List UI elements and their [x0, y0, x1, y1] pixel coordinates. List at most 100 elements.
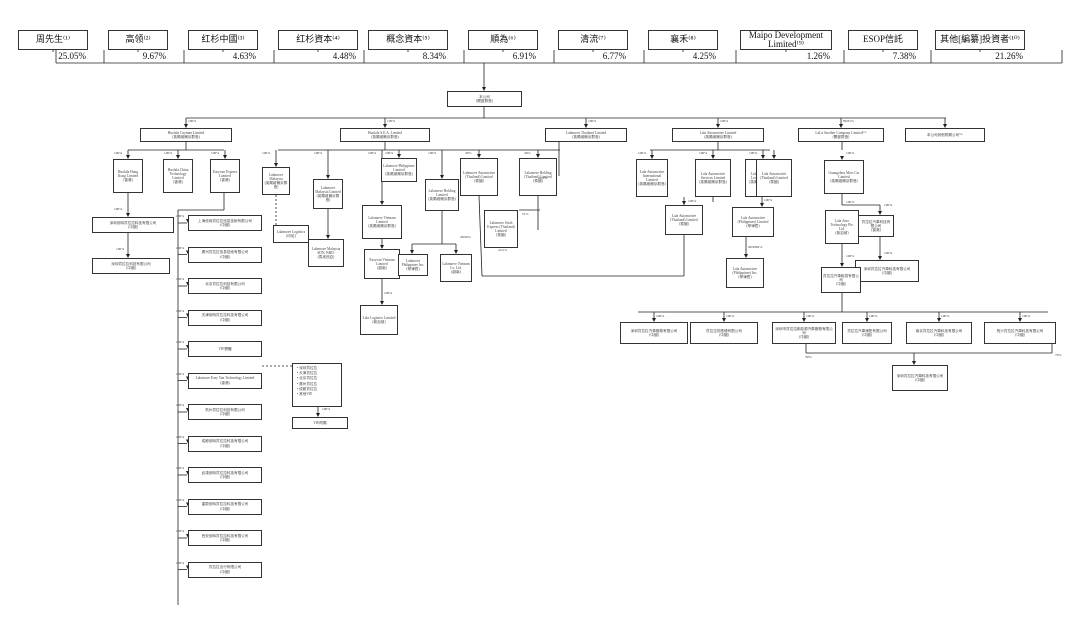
entity-box: Lalamove Malaysia SDN. BHD.(馬來西亞) [308, 239, 344, 267]
arrow-head [184, 124, 188, 128]
ownership-percentage: 100% [384, 291, 393, 295]
entity-box: Lala Automotive (Philippines) Inc.(菲律賓) [726, 258, 764, 288]
ownership-percentage: 24.5% [538, 176, 548, 180]
ownership-percentage: 100% [176, 214, 185, 218]
entity-name: Huolala China Technology Limited [167, 167, 189, 180]
arrow-head [760, 203, 764, 207]
entity-jurisdiction: (香港) [123, 178, 133, 183]
entity-name: Lalamove Holding (Thailand) Limited [524, 170, 552, 179]
ownership-percentage: 100% [884, 203, 893, 207]
entity-box: Lala Automotive International Limited(英屬… [636, 159, 668, 197]
shareholder-box: 高领⁽²⁾ [108, 30, 168, 50]
entity-name: 成都依時貨拉拉科技有限公司 [201, 439, 249, 444]
entity-name: 本公司 [479, 94, 490, 99]
ownership-percentage: 100% [385, 151, 394, 155]
entity-jurisdiction: (中國) [1015, 333, 1025, 337]
entity-jurisdiction: (開曼群島) [476, 99, 493, 103]
entity-jurisdiction: (香港) [220, 380, 230, 385]
ownership-percentage: 100% [116, 247, 125, 251]
entity-name: Lalamove Holding Limited [428, 188, 456, 197]
entity-name: Lalamove Philippines Inc. [401, 258, 425, 267]
shareholder-percentage: 8.34% [422, 51, 446, 61]
entity-name: 重慶依時貨拉拉科技有限公司 [201, 502, 249, 507]
ownership-percentage: 100% [314, 151, 323, 155]
entity-box: 上海依時貨拉拉信息技術有限公司(中國) [188, 215, 262, 231]
entity-name: 深圳依時貨拉拉科技有限公司 [109, 220, 157, 225]
entity-name: 北京貨拉拉科技有限公司 [205, 281, 245, 286]
arrow-head [722, 318, 726, 322]
arrow-head [482, 87, 486, 91]
entity-name: Lala Logistics Limited [362, 315, 396, 320]
entity-jurisdiction: (中國) [220, 475, 230, 479]
entity-box: Easyvan Express Limited(香港) [210, 159, 240, 193]
ownership-percentage: 100% [164, 151, 173, 155]
entity-jurisdiction: (泰國) [679, 222, 689, 227]
arrow-head [380, 301, 384, 305]
entity-box: Huolala Cayman Limited(英屬維爾京群島) [140, 128, 232, 142]
entity-jurisdiction: (中國) [836, 282, 846, 287]
entity-box: Easyvan Vietnam Limited(越南) [364, 249, 400, 279]
arrow-head [1018, 318, 1022, 322]
entity-name: Easyvan Express Limited [212, 169, 238, 178]
ownership-percentage: 99.9962% [748, 245, 763, 249]
ownership-percentage: 100% [176, 371, 185, 376]
entity-name: 長沙貨拉拉汽車科技有限公司 [996, 328, 1044, 333]
ownership-percentage: 100% [176, 308, 185, 313]
entity-jurisdiction: (越南) [451, 270, 461, 275]
entity-jurisdiction: (中國) [220, 254, 230, 259]
ownership-percentage: 100% [699, 151, 708, 155]
arrow-head [454, 250, 458, 254]
arrow-head [440, 175, 444, 179]
entity-box: 深圳貨拉拉汽車科技有限公司(中國) [892, 365, 948, 391]
entity-name: Lalamove Thailand Limited [565, 130, 607, 135]
entity-jurisdiction: (中國) [649, 333, 659, 337]
entity-name: 貨拉拉汽車租賃有限公司 [823, 273, 859, 282]
entity-box: Lala Automotive Limited(英屬維爾京群島) [672, 128, 764, 142]
arrow-head [802, 318, 806, 322]
entity-jurisdiction: (中國) [915, 378, 925, 382]
arrow-head [878, 256, 882, 260]
ownership-percentage: 100% [176, 466, 185, 470]
arrow-head [397, 154, 401, 158]
arrow-head [943, 124, 947, 128]
arrow-head [711, 155, 715, 159]
arrow-head [126, 213, 130, 217]
entity-box: Lalamove Logistics(印尼) [273, 225, 309, 243]
entity-jurisdiction: (中國) [934, 333, 944, 337]
shareholder-box: 順為⁽⁶⁾ [468, 30, 538, 50]
entity-box: 深圳貨拉拉科技有限公司(中國) [92, 258, 170, 274]
shareholder-box: 周先生⁽¹⁾ [18, 30, 88, 50]
entity-name: VIE附屬 [313, 420, 327, 425]
ownership-percentage: 100% [176, 277, 185, 281]
ownership-percentage: 100% [726, 314, 735, 318]
ownership-percentage: 100% [176, 434, 185, 439]
entity-name: Lalamove Sixth Express (Thailand) Limite… [487, 220, 515, 233]
entity-jurisdiction: (泰國) [474, 179, 484, 184]
arrow-head [761, 155, 765, 159]
entity-name: Lalamove Easy Van Technology Limited [195, 376, 255, 381]
arrow-head [839, 124, 843, 128]
entity-box: 貨拉拉汽車銷售有限公司(中國) [842, 322, 892, 344]
ownership-percentage: 100% [588, 119, 597, 123]
entity-jurisdiction: (菲律賓) [746, 224, 760, 229]
arrow-head [536, 154, 540, 158]
entity-jurisdiction: (英屬維爾京群島) [371, 135, 399, 139]
entity-box: Lala Logistics Limited(新加坡) [360, 305, 398, 335]
entity-jurisdiction: (新加坡) [835, 231, 849, 236]
entity-jurisdiction: (中國) [220, 223, 230, 227]
entity-name: 天津依時貨拉拉科技有限公司 [201, 313, 249, 318]
arrow-head [223, 155, 227, 159]
entity-box: 北京貨拉拉科技有限公司(中國) [188, 278, 262, 294]
entity-box: Lala Automotive (Philippines) Limited(菲律… [732, 207, 774, 237]
entity-jurisdiction: (英屬維爾京群島) [385, 172, 413, 177]
ownership-percentage: 89.81% [843, 119, 854, 123]
arrow-head [840, 156, 844, 160]
ownership-percentage: 30% [805, 355, 812, 359]
ownership-percentage: 100% [176, 560, 185, 565]
vie-entities-list: • 深圳貨拉拉• 天津貨拉拉• 北京貨拉拉• 廣州貨拉拉• 成都貨拉拉• 其他V… [292, 363, 342, 407]
entity-box: VIE實體 [188, 341, 262, 357]
entity-box: 西安依時貨拉拉科技有限公司(中國) [188, 530, 262, 546]
shareholder-box: 红杉資本⁽⁴⁾ [278, 30, 358, 50]
entity-box: 貨拉拉供應鏈有限公司(中國) [690, 322, 758, 344]
entity-name: 武漢依時貨拉拉科技有限公司 [201, 470, 249, 475]
